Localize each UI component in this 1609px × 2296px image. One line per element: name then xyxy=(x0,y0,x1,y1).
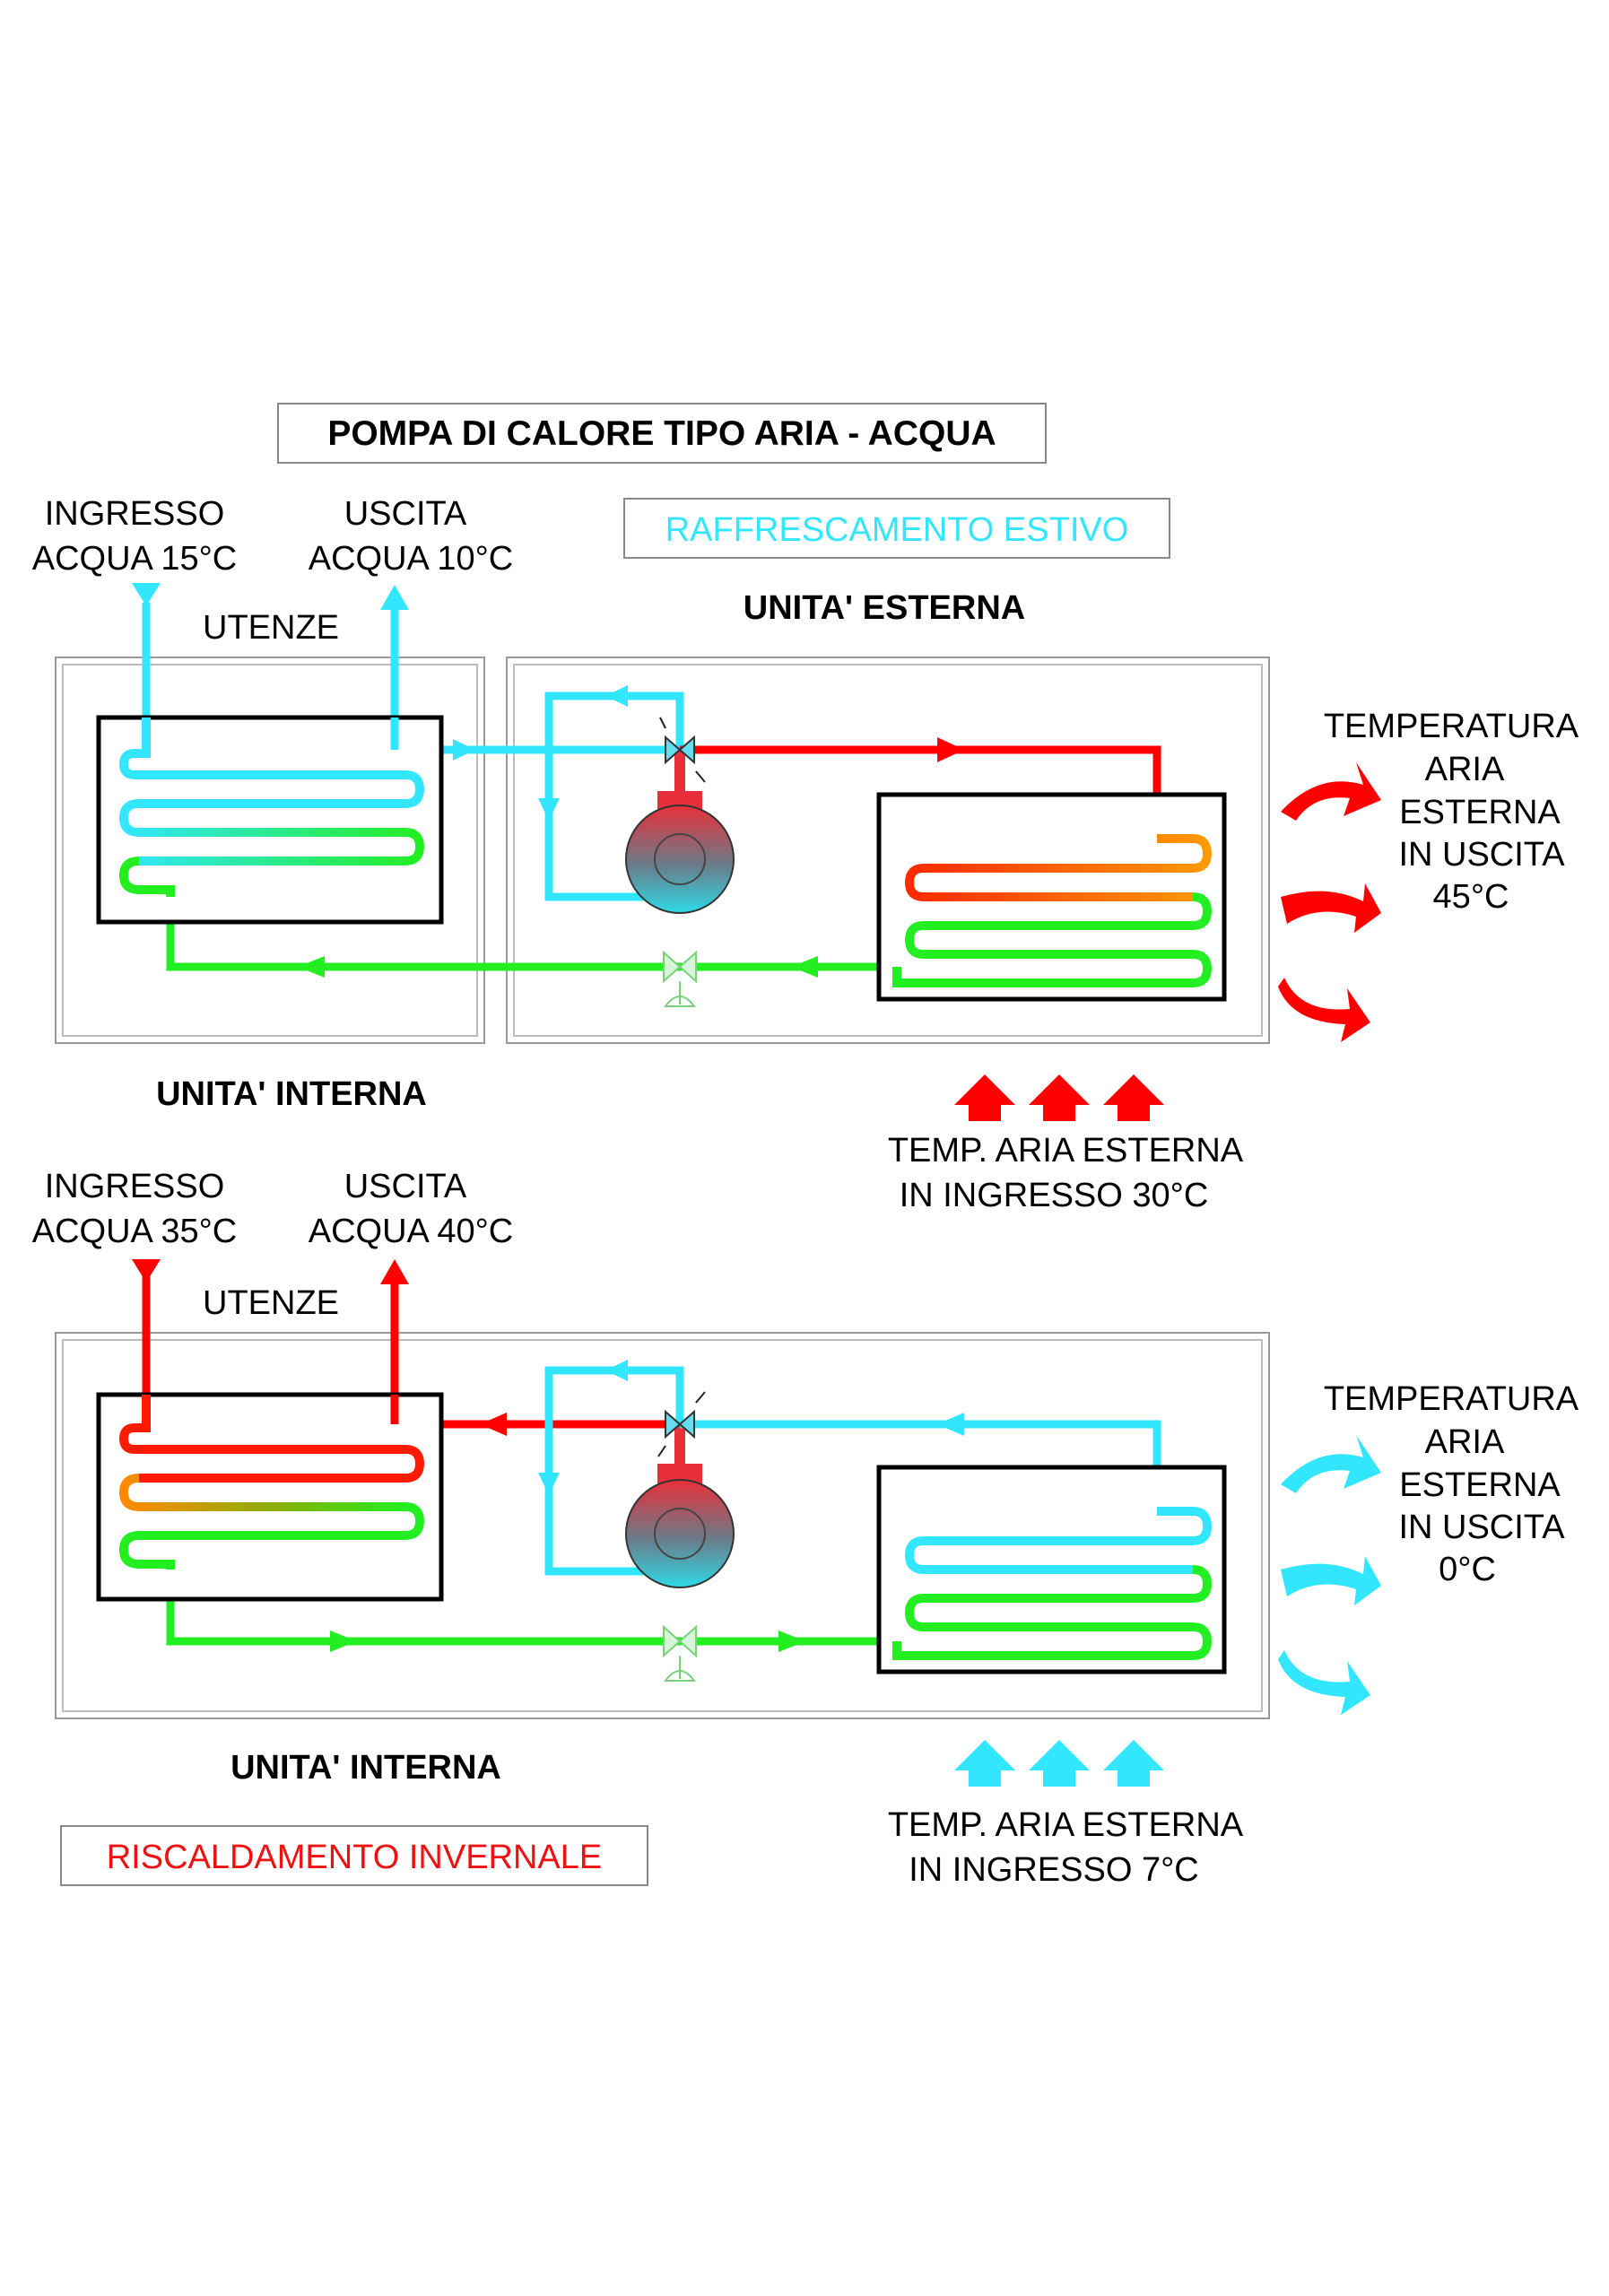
summer-exhaust-line4: IN USCITA xyxy=(1398,836,1565,874)
winter-exhaust-line5: 0°C xyxy=(1439,1551,1496,1588)
summer-expansion-valve-icon xyxy=(663,950,697,1007)
summer-exhaust-line2: ARIA xyxy=(1425,751,1505,788)
winter-intake-line1: TEMP. ARIA ESTERNA xyxy=(888,1806,1244,1844)
summer-intake-air-arrows xyxy=(954,1074,1164,1121)
summer-mode-label: RAFFRESCAMENTO ESTIVO xyxy=(665,511,1129,549)
summer-outdoor-exchanger xyxy=(876,792,1227,1002)
summer-inlet-line1: INGRESSO xyxy=(45,495,225,533)
summer-exhaust-line5: 45°C xyxy=(1433,878,1509,916)
winter-inlet-line1: INGRESSO xyxy=(45,1168,225,1205)
winter-intake-air-arrows xyxy=(954,1740,1164,1787)
summer-outdoor-unit-label: UNITA' ESTERNA xyxy=(744,589,1025,627)
summer-indoor-exchanger xyxy=(96,715,444,925)
summer-users-label: UTENZE xyxy=(203,609,339,647)
title-box: POMPA DI CALORE TIPO ARIA - ACQUA xyxy=(277,403,1047,464)
winter-outdoor-exchanger xyxy=(876,1465,1227,1674)
winter-outlet-line1: USCITA xyxy=(344,1168,467,1205)
winter-inlet-line2: ACQUA 35°C xyxy=(32,1213,238,1250)
summer-water-inlet-arrow xyxy=(132,583,161,606)
winter-reversing-valve-icon xyxy=(657,1391,706,1457)
summer-exhaust-air-label: TEMPERATURA ARIA ESTERNA IN USCITA 45°C xyxy=(1324,708,1579,916)
winter-enclosure xyxy=(55,1332,1270,1719)
summer-inlet-line2: ACQUA 15°C xyxy=(32,540,238,578)
winter-exhaust-air-arrows xyxy=(1278,1435,1381,1715)
winter-exhaust-air-label: TEMPERATURA ARIA ESTERNA IN USCITA 0°C xyxy=(1324,1380,1579,1588)
winter-intake-line2: IN INGRESSO 7°C xyxy=(909,1851,1198,1889)
winter-mode-label: RISCALDAMENTO INVERNALE xyxy=(107,1839,603,1876)
winter-exhaust-line2: ARIA xyxy=(1425,1423,1505,1461)
winter-expansion-valve-icon xyxy=(663,1624,697,1682)
summer-indoor-enclosure xyxy=(55,657,485,1044)
summer-outdoor-enclosure xyxy=(506,657,1270,1044)
winter-compressor xyxy=(625,1479,735,1588)
summer-outlet-line1: USCITA xyxy=(344,495,467,533)
diagram-title: POMPA DI CALORE TIPO ARIA - ACQUA xyxy=(327,414,996,453)
summer-water-outlet-arrow xyxy=(380,585,409,610)
summer-outlet-line2: ACQUA 10°C xyxy=(309,540,514,578)
winter-indoor-unit-label: UNITA' INTERNA xyxy=(230,1749,501,1787)
summer-indoor-unit-label: UNITA' INTERNA xyxy=(156,1075,427,1113)
winter-outlet-line2: ACQUA 40°C xyxy=(309,1213,514,1250)
winter-exhaust-line3: ESTERNA xyxy=(1399,1466,1561,1504)
winter-users-label: UTENZE xyxy=(203,1284,339,1322)
winter-water-outlet-arrow xyxy=(380,1259,409,1284)
summer-intake-line1: TEMP. ARIA ESTERNA xyxy=(888,1132,1244,1170)
summer-compressor xyxy=(625,804,735,914)
winter-water-inlet-arrow xyxy=(132,1259,161,1283)
summer-reversing-valve-icon xyxy=(659,717,706,783)
summer-exhaust-line1: TEMPERATURA xyxy=(1324,708,1579,745)
summer-exhaust-air-arrows xyxy=(1278,762,1381,1042)
winter-exhaust-line4: IN USCITA xyxy=(1398,1509,1565,1546)
winter-indoor-exchanger xyxy=(96,1392,444,1602)
summer-intake-line2: IN INGRESSO 30°C xyxy=(900,1177,1209,1214)
summer-section: RAFFRESCAMENTO ESTIVO INGRESSO ACQUA 15°… xyxy=(32,495,1579,1214)
summer-suction-loop xyxy=(544,691,684,901)
winter-exhaust-line1: TEMPERATURA xyxy=(1324,1380,1579,1418)
winter-suction-loop xyxy=(544,1366,684,1576)
winter-section: INGRESSO ACQUA 35°C USCITA ACQUA 40°C UT… xyxy=(32,1168,1579,1889)
summer-exhaust-line3: ESTERNA xyxy=(1399,794,1561,831)
